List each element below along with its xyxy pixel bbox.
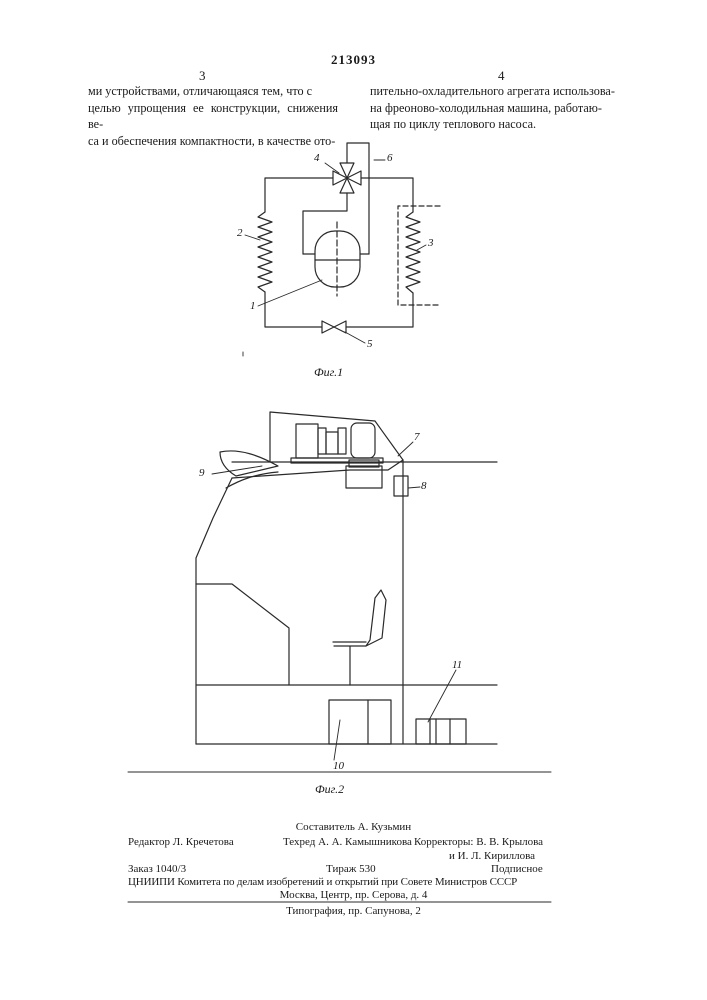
fig2-label-10: 10	[333, 760, 344, 772]
figure1-caption: Фиг.1	[314, 365, 343, 380]
address-line: Москва, Центр, пр. Серова, д. 4	[0, 889, 707, 901]
seat-back	[366, 590, 386, 646]
figure1-circuit	[243, 143, 440, 356]
editor-line: Редактор Л. Кречетова	[128, 836, 234, 848]
correctors-line-2: и И. Л. Кириллова	[449, 850, 535, 862]
figure2-caption: Фиг.2	[315, 782, 344, 797]
duct-box	[346, 466, 382, 488]
loop-bottom-left	[265, 292, 322, 327]
air-nozzle-9	[220, 451, 278, 476]
roof-motor	[296, 424, 318, 458]
composer-line: Составитель А. Кузьмин	[0, 821, 707, 833]
fig2-label-11: 11	[452, 659, 462, 671]
circulation: Тираж 530	[326, 863, 376, 875]
seat	[333, 642, 366, 685]
fig2-label-9: 9	[199, 467, 205, 479]
coil-3-enclosure	[398, 206, 440, 305]
coil-2	[258, 212, 272, 292]
institute-line: ЦНИИПИ Комитета по делам изобретений и о…	[128, 876, 551, 888]
fig1-label-3: 3	[428, 237, 434, 249]
order-number: Заказ 1040/3	[128, 863, 186, 875]
loop-left-top	[265, 178, 333, 212]
unit-11	[416, 719, 466, 744]
correctors-line-1: Корректоры: В. В. Крылова	[414, 836, 543, 848]
subscription: Подписное	[491, 863, 543, 875]
roof-tank	[351, 423, 375, 458]
fig2-label-8: 8	[421, 480, 427, 492]
pipe-6	[347, 143, 369, 254]
figure2-cab	[196, 412, 497, 760]
fig1-label-5: 5	[367, 338, 373, 350]
fig2-label-7: 7	[414, 431, 420, 443]
techred-line: Техред А. А. Камышникова	[283, 836, 412, 848]
fig1-label-4: 4	[314, 152, 320, 164]
loop-bottom-right	[346, 293, 413, 327]
unit-10	[329, 700, 391, 744]
expansion-valve-5	[322, 321, 334, 333]
pipe-valve-compressor	[303, 193, 347, 254]
fig1-label-1: 1	[250, 300, 256, 312]
dashboard	[196, 584, 289, 685]
coil-3	[406, 212, 420, 293]
printing-line: Типография, пр. Сапунова, 2	[0, 905, 707, 917]
fig1-label-6: 6	[387, 152, 393, 164]
unit-8	[394, 476, 408, 496]
fig1-label-2: 2	[237, 227, 243, 239]
